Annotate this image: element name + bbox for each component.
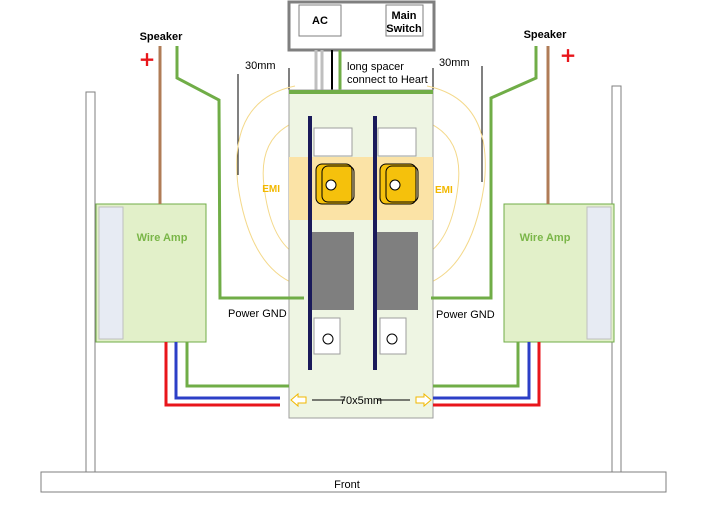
left-power-wire-green [185, 342, 289, 388]
right-power-gnd-label: Power GND [436, 309, 495, 321]
board-size-arrow-left [290, 392, 307, 408]
left-emi-arc-outer [236, 85, 296, 285]
left-coil-hole [325, 179, 337, 191]
right-amp-label: Wire Amp [520, 232, 571, 244]
left-coil-winding [321, 165, 355, 203]
ac-box [298, 4, 342, 37]
right-gap-label: 30mm [439, 57, 470, 69]
left-speaker-wire-green [175, 46, 304, 300]
left-amp-label: Wire Amp [137, 232, 188, 244]
right-speaker-wire-green [431, 46, 538, 300]
left-emi-label: EMI [262, 184, 280, 195]
spacer-label-line2: connect to Heart [347, 74, 428, 86]
right-emi-arc-inner [426, 121, 460, 255]
left-power-gnd-label: Power GND [228, 308, 287, 320]
right-speaker-plus: + [560, 43, 577, 67]
left-speaker-plus: + [139, 47, 156, 71]
right-module-top-pad [377, 127, 417, 157]
left-gap-label: 30mm [245, 60, 276, 72]
left-emi-arc-inner [262, 121, 296, 255]
right-coil-winding [385, 165, 419, 203]
board-size-arrow-right [415, 392, 432, 408]
main-switch-label-line1: Main [391, 10, 416, 22]
left-power-wire-blue [174, 342, 280, 400]
right-emi-arc-outer [426, 85, 486, 285]
front-label: Front [334, 479, 360, 491]
right-module-bar [373, 116, 377, 370]
main-switch-box [385, 4, 424, 37]
left-speaker-label: Speaker [140, 31, 184, 43]
left-power-wire-red [164, 342, 280, 407]
right-amp-side-panel [586, 206, 612, 340]
left-amp-side-panel [98, 206, 124, 340]
left-side-rail [85, 91, 96, 473]
left-module-bar [308, 116, 312, 370]
board-size-label: 70x5mm [340, 395, 382, 407]
right-speaker-label: Speaker [524, 29, 568, 41]
main-switch-label-line2: Switch [386, 23, 422, 35]
right-coil-hole [389, 179, 401, 191]
left-module-top-pad [313, 127, 353, 157]
front-plate [40, 471, 667, 493]
right-emi-label: EMI [435, 185, 453, 196]
right-power-wire-blue [433, 342, 531, 400]
right-mount-hole [386, 333, 398, 345]
spacer-label-line1: long spacer [347, 61, 404, 73]
right-power-wire-red [433, 342, 541, 407]
left-heatsink [312, 232, 354, 310]
right-power-wire-green [433, 342, 520, 388]
right-heatsink [376, 232, 418, 310]
left-mount-hole [322, 333, 334, 345]
ac-label: AC [312, 15, 328, 27]
